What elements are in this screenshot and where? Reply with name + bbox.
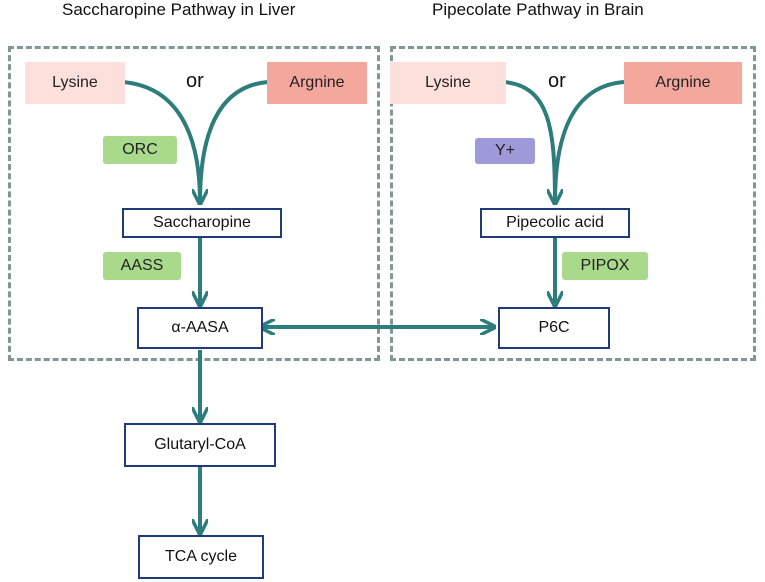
aasa-node: α-AASA xyxy=(137,307,263,349)
pipecolic-acid-node: Pipecolic acid xyxy=(480,208,630,238)
brain-pathway-title: Pipecolate Pathway in Brain xyxy=(432,0,644,19)
liver-or-text: or xyxy=(186,70,204,92)
liver-lysine-label: Lysine xyxy=(25,62,125,104)
pipox-enzyme-label: PIPOX xyxy=(562,252,648,280)
p6c-node: P6C xyxy=(498,307,610,349)
liver-argnine-label: Argnine xyxy=(267,62,367,104)
aass-enzyme-label: AASS xyxy=(103,252,181,280)
liver-pathway-box xyxy=(8,46,380,361)
tca-cycle-node: TCA cycle xyxy=(138,535,264,579)
brain-or-text: or xyxy=(548,70,566,92)
saccharopine-node: Saccharopine xyxy=(122,208,282,238)
brain-pathway-box xyxy=(390,46,756,361)
brain-argnine-arrow xyxy=(553,80,625,203)
glutaryl-coa-node: Glutaryl-CoA xyxy=(124,423,276,467)
orc-enzyme-label: ORC xyxy=(103,136,177,164)
liver-lysine-arrow xyxy=(121,80,200,202)
brain-lysine-label: Lysine xyxy=(390,62,506,104)
y-plus-transporter-label: Y+ xyxy=(475,138,535,164)
liver-argnine-arrow xyxy=(198,80,269,203)
liver-pathway-title: Saccharopine Pathway in Liver xyxy=(62,0,296,19)
brain-argnine-label: Argnine xyxy=(624,62,742,104)
